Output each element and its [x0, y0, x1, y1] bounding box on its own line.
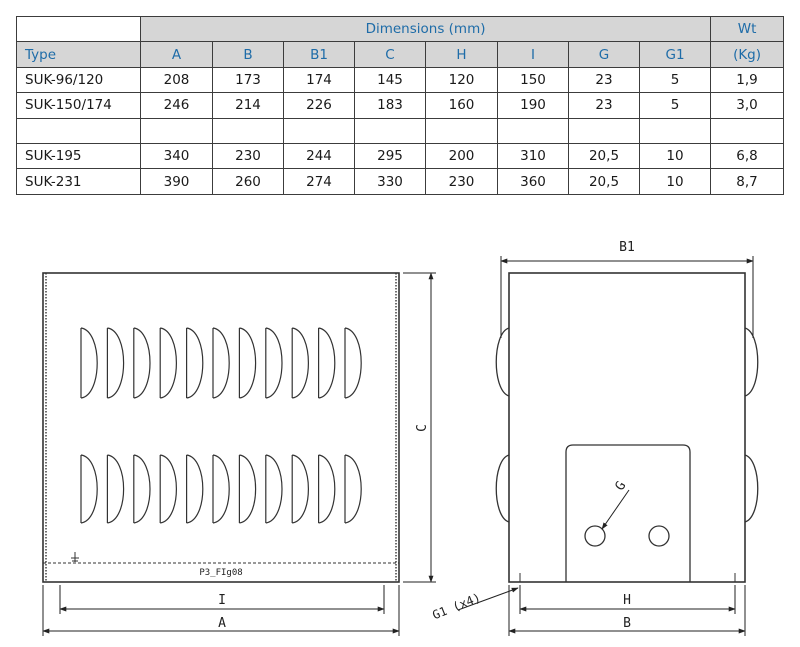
cell-g: 23	[568, 92, 640, 119]
cell-b: 260	[212, 168, 284, 195]
table-row: SUK-150/174 246 214 226 183 160 190 23 5…	[16, 92, 785, 119]
drawing-code-label: P3_FIg08	[199, 568, 242, 578]
louvre-slot	[133, 454, 151, 524]
col-header-g: G	[568, 41, 640, 68]
louvre-slot	[159, 327, 177, 399]
col-header-weight-unit: (Kg)	[710, 41, 785, 68]
cell-weight: 3,0	[710, 92, 785, 119]
louvre-slot	[265, 327, 283, 399]
louvre-slot	[186, 327, 204, 399]
cell-g1: 10	[638, 142, 712, 170]
cell-g1: 5	[638, 66, 712, 94]
dimension-b1-label: B1	[619, 240, 635, 255]
weight-header: Wt	[710, 15, 785, 43]
side-lug	[495, 454, 510, 523]
dimension-g-label: G	[613, 479, 630, 494]
cell-b1: 274	[283, 168, 355, 195]
dimension-a-label: A	[218, 616, 226, 631]
ventilation-louvres	[80, 327, 362, 524]
louvre-slot	[291, 454, 309, 524]
dimension-i-label: I	[218, 593, 226, 608]
cell-b: 214	[212, 92, 284, 119]
cell-h: 230	[425, 168, 498, 195]
dimension-c-label: C	[415, 424, 430, 432]
louvre-slot	[133, 327, 151, 399]
cell-c: 145	[354, 66, 426, 94]
louvre-slot	[106, 454, 125, 524]
cell-weight: 8,7	[710, 168, 785, 195]
louvre-slot	[80, 454, 98, 524]
cell-g: 23	[568, 66, 640, 94]
cell-b1: 244	[283, 142, 355, 170]
cell-i: 190	[497, 92, 569, 119]
cell-c: 295	[354, 142, 426, 170]
louvre-slot	[238, 327, 257, 399]
dimension-g1-leader	[457, 587, 519, 611]
louvre-slot	[106, 327, 125, 399]
cell-b1: 226	[283, 92, 355, 119]
louvre-slot	[344, 454, 362, 524]
dimension-h-label: H	[623, 593, 631, 608]
louvre-slot	[186, 454, 204, 524]
dimension-g-leader	[601, 489, 630, 530]
cell-i: 150	[497, 66, 569, 94]
louvre-slot	[291, 327, 309, 399]
cell-type: SUK-195	[16, 142, 141, 170]
cell-b1: 174	[283, 66, 355, 94]
side-lug	[744, 454, 759, 523]
louvre-slot	[238, 454, 257, 524]
dimension-b-label: B	[623, 616, 631, 631]
cell-a: 208	[140, 66, 213, 94]
col-header-b: B	[212, 41, 284, 68]
louvre-slot	[318, 454, 336, 524]
louvre-slot	[159, 454, 177, 524]
col-header-b1: B1	[283, 41, 355, 68]
col-header-type: Type	[16, 41, 141, 68]
table-row: SUK-231 390 260 274 330 230 360 20,5 10 …	[16, 168, 785, 195]
table-spacer-row	[16, 117, 785, 144]
terminal-plate	[565, 444, 691, 582]
side-lug	[744, 327, 759, 397]
ground-symbol	[71, 552, 79, 562]
table-row: SUK-96/120 208 173 174 145 120 150 23 5 …	[16, 66, 785, 94]
louvre-slot	[80, 327, 98, 399]
header-blank-cell	[16, 15, 141, 43]
table-header-row: Type A B B1 C H I G G1 (Kg)	[16, 41, 785, 68]
cell-h: 200	[425, 142, 498, 170]
col-header-g1: G1	[638, 41, 712, 68]
louvre-slot	[212, 327, 230, 399]
terminal-hole	[584, 525, 606, 547]
side-view-outline	[508, 272, 746, 583]
front-view	[42, 272, 400, 583]
side-dimensions	[457, 256, 754, 636]
cell-g1: 10	[638, 168, 712, 195]
louvre-slot	[344, 327, 362, 399]
terminal-hole	[648, 525, 670, 547]
cell-type: SUK-231	[16, 168, 141, 195]
louvre-slot	[318, 327, 336, 399]
col-header-c: C	[354, 41, 426, 68]
side-view	[495, 272, 759, 583]
side-lug	[495, 327, 510, 397]
dimension-g1-label: G1 (x4)	[430, 590, 482, 622]
cell-type: SUK-150/174	[16, 92, 141, 119]
dimensions-table: Dimensions (mm) Wt Type A B B1 C H I G G…	[16, 15, 785, 195]
louvre-slot	[265, 454, 283, 524]
cell-a: 390	[140, 168, 213, 195]
louvre-slot	[212, 454, 230, 524]
cell-i: 360	[497, 168, 569, 195]
front-view-outline	[42, 272, 400, 583]
front-dimensions	[42, 272, 436, 636]
cell-a: 340	[140, 142, 213, 170]
cell-g: 20,5	[568, 168, 640, 195]
